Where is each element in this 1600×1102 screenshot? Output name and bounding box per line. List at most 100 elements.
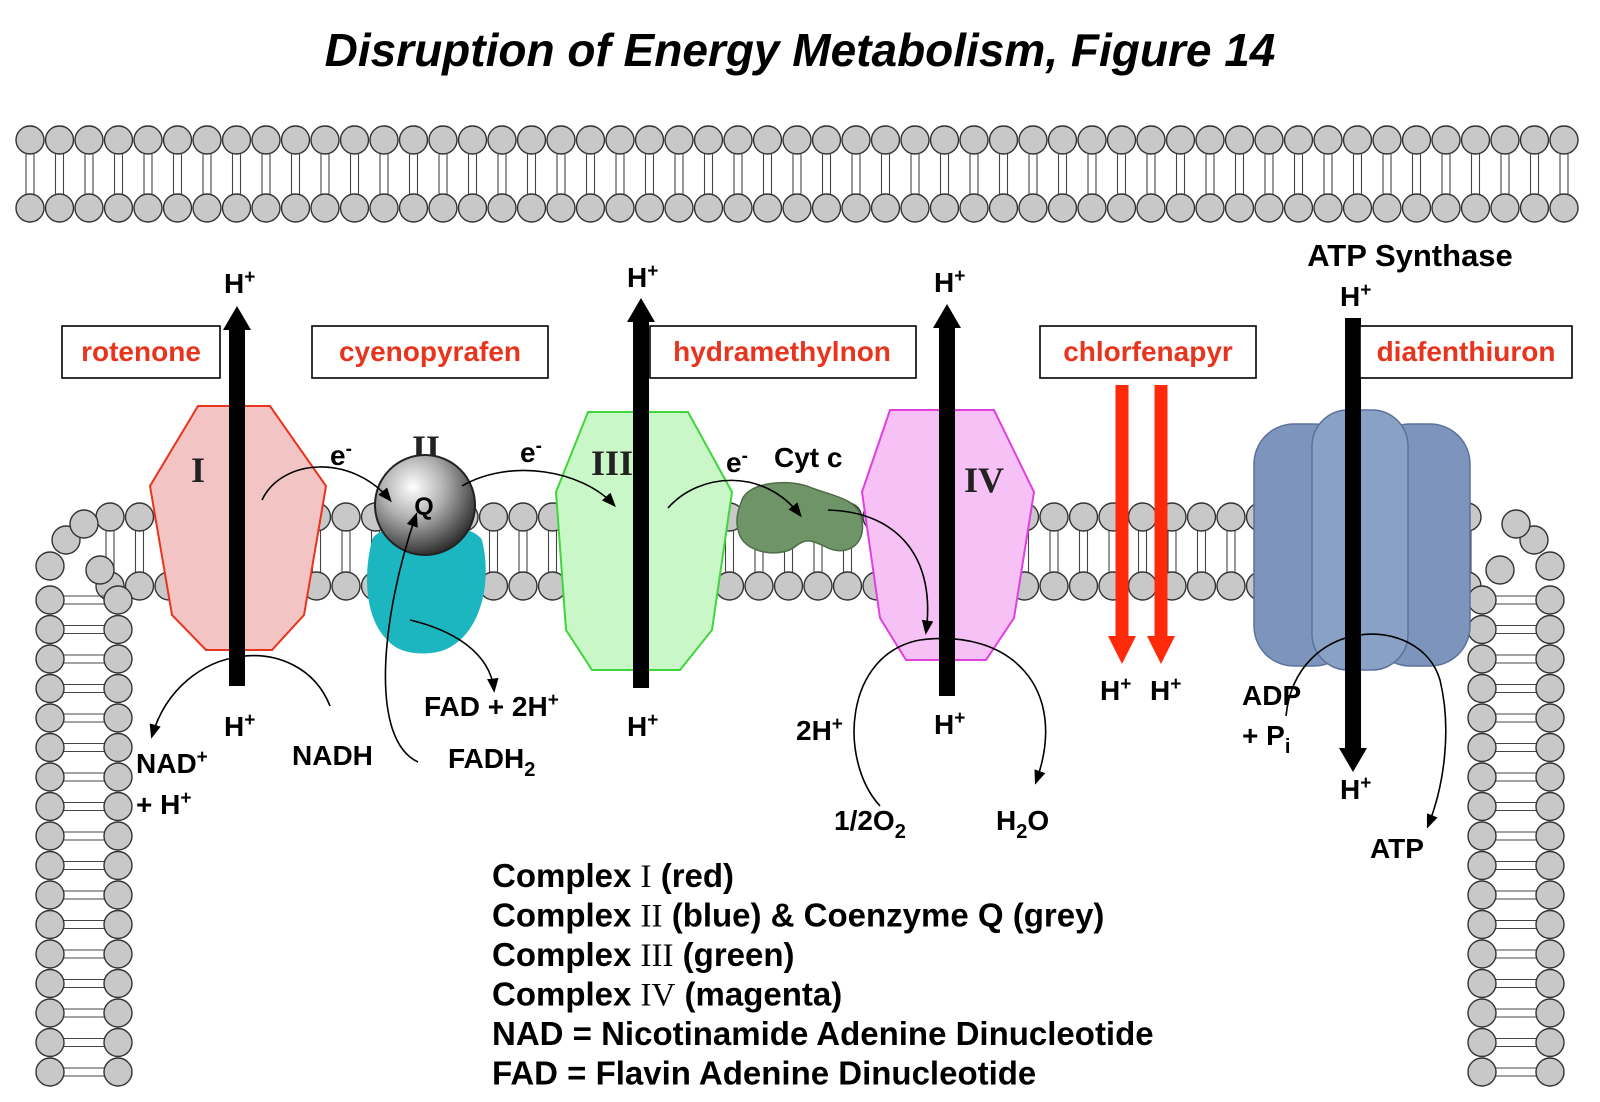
lipid-head — [487, 193, 517, 223]
lipid-head — [251, 193, 281, 223]
lipid-head — [1467, 644, 1497, 674]
electron-label-3: e- — [726, 446, 748, 478]
legend-line: NAD = Nicotinamide Adenine Dinucleotide — [492, 1015, 1154, 1052]
lipid-head — [103, 193, 134, 223]
lipid-head — [988, 125, 1019, 155]
lipid-head — [15, 193, 45, 223]
lipid-head — [124, 502, 155, 532]
lipid-head — [1535, 551, 1565, 581]
lipid-head — [1535, 1057, 1565, 1087]
complex-iv-arrowhead — [933, 304, 961, 328]
lipid-head — [841, 193, 871, 223]
lipid-head — [1047, 193, 1078, 223]
lipid-head — [959, 193, 989, 223]
complex-ii-shape — [367, 524, 486, 654]
coenzyme-q-sphere — [374, 454, 476, 556]
lipid-head — [1535, 909, 1565, 940]
lipid-head — [664, 125, 694, 155]
lipid-head — [103, 732, 133, 763]
lipid-head — [664, 193, 694, 223]
proton-label-atp-top: H+ — [1340, 280, 1371, 312]
lipid-head — [1460, 193, 1491, 223]
lipid-head — [1535, 791, 1565, 822]
proton-label-i-bottom: H+ — [224, 710, 255, 742]
fad-2h-label: FAD + 2H+ — [424, 690, 559, 722]
lipid-head — [1039, 502, 1069, 532]
lipid-head — [1018, 125, 1048, 155]
lipid-head — [929, 193, 960, 223]
inhibitor-diafenthiuron: diafenthiuron — [1359, 325, 1573, 379]
plus-h-label: + H+ — [136, 788, 191, 820]
page-title: Disruption of Energy Metabolism, Figure … — [325, 24, 1276, 76]
lipid-head — [1313, 125, 1343, 155]
lipid-head — [605, 193, 635, 223]
inhibitor-cyenopyrafen: cyenopyrafen — [311, 325, 549, 379]
lipid-head — [331, 502, 361, 532]
lipid-head — [103, 1057, 133, 1087]
lipid-head — [74, 125, 104, 155]
lipid-head — [782, 193, 812, 223]
inhibitor-rotenone: rotenone — [61, 325, 221, 379]
inhibitor-hydramethylnon: hydramethylnon — [649, 325, 917, 379]
lipid-head — [1535, 732, 1565, 763]
lipid-head — [1490, 193, 1520, 223]
lipid-head — [1467, 703, 1497, 733]
lipid-head — [1136, 193, 1166, 223]
adp-label: ADP — [1242, 680, 1301, 711]
lipid-head — [1485, 555, 1515, 585]
lipid-head — [723, 193, 753, 223]
complex-iv-label: IV — [964, 460, 1004, 500]
lipid-head — [457, 193, 488, 223]
lipid-head — [870, 193, 901, 223]
lipid-head — [546, 193, 576, 223]
lipid-head — [1372, 125, 1402, 155]
lipid-head — [1039, 571, 1069, 601]
lipid-head — [900, 125, 930, 155]
lipid-head — [103, 998, 133, 1028]
electron-label-2: e- — [520, 436, 542, 468]
lipid-head — [428, 193, 458, 223]
lipid-head — [723, 125, 753, 155]
fadh2-label: FADH2 — [448, 743, 535, 781]
lipid-head — [339, 125, 370, 155]
lipid-head — [103, 614, 133, 645]
lipid-head — [1401, 193, 1432, 223]
lipid-head — [546, 125, 576, 155]
lipid-head — [103, 762, 133, 792]
lipid-head — [331, 571, 361, 601]
lipid-head — [1165, 125, 1196, 155]
lipid-head — [1342, 125, 1373, 155]
lipid-head — [487, 125, 517, 155]
atp-synthase-arrowhead — [1339, 748, 1367, 772]
lipid-head — [35, 703, 65, 733]
lipid-head — [398, 193, 429, 223]
lipid-head — [457, 125, 488, 155]
proton-leak-arrows — [1108, 385, 1175, 664]
legend-line: Complex II (blue) & Coenzyme Q (grey) — [492, 897, 1104, 935]
lipid-head — [1460, 125, 1491, 155]
electron-flow-arrows — [149, 466, 1447, 829]
half-o2-label: 1/2O2 — [834, 805, 906, 843]
lipid-head — [35, 1057, 65, 1087]
atp-synthase-shape — [1253, 409, 1471, 671]
lipid-head — [103, 703, 133, 733]
lipid-head — [811, 193, 842, 223]
lipid-head — [1490, 125, 1520, 155]
lipid-head — [1467, 998, 1497, 1028]
proton-label-leak-1: H+ — [1100, 674, 1131, 706]
lipid-head — [1106, 193, 1137, 223]
lipid-head — [1549, 193, 1579, 223]
lipid-head — [1254, 193, 1284, 223]
proton-label-atp-bottom: H+ — [1340, 773, 1371, 805]
lipid-head — [280, 125, 311, 155]
lipid-head — [1519, 193, 1550, 223]
lipid-head — [1224, 125, 1255, 155]
lipid-head — [478, 502, 509, 532]
lipid-head — [1549, 125, 1579, 155]
lipid-head — [162, 193, 193, 223]
lipid-head — [1519, 125, 1550, 155]
lipid-head — [1068, 502, 1099, 532]
lipid-head — [1467, 880, 1497, 910]
lipid-head — [103, 909, 133, 940]
